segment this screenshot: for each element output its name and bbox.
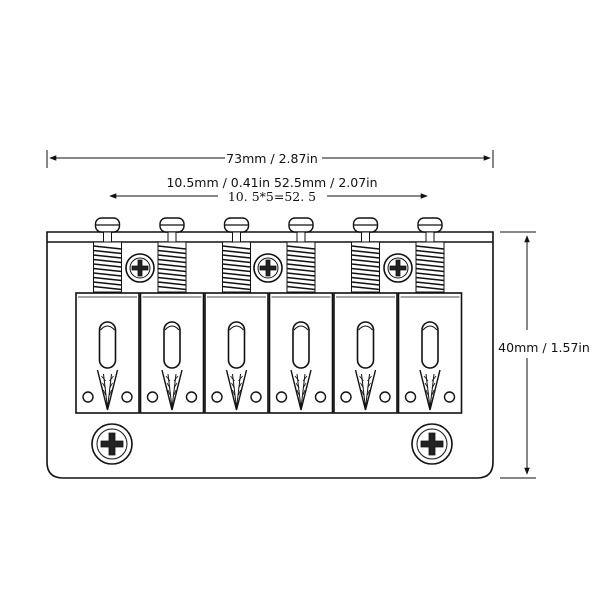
saddle — [204, 292, 269, 414]
spacing-label: 10.5mm / 0.41in 52.5mm / 2.07in — [166, 175, 377, 190]
intonation-screw — [94, 217, 121, 243]
springs — [93, 241, 445, 293]
intonation-screw — [417, 217, 443, 243]
width-dimension: 73mm / 2.87in — [46, 150, 494, 168]
spring — [351, 241, 380, 293]
intonation-screw — [352, 217, 379, 243]
spring — [286, 241, 316, 293]
front-screw — [125, 253, 155, 283]
spring — [222, 241, 251, 293]
mounting-screw — [411, 423, 453, 465]
front-plate-screws — [125, 253, 413, 283]
front-screw — [253, 253, 283, 283]
spring — [157, 241, 187, 293]
height-label: 40mm / 1.57in — [498, 340, 590, 355]
saddles — [75, 292, 463, 414]
overall-width-label: 73mm / 2.87in — [226, 151, 318, 166]
spacing-formula-label: 10. 5*5=52. 5 — [228, 189, 316, 204]
mounting-screws — [91, 423, 453, 465]
front-screw — [383, 253, 413, 283]
intonation-screw — [223, 217, 250, 243]
saddle — [139, 292, 205, 414]
saddle — [75, 292, 140, 414]
saddle — [333, 292, 398, 414]
intonation-screw — [159, 217, 185, 243]
spring — [93, 241, 122, 293]
spacing-dimension: 10.5mm / 0.41in 52.5mm / 2.07in 10. 5*5=… — [109, 175, 428, 204]
saddle — [268, 292, 334, 414]
spring — [415, 241, 445, 293]
intonation-screw — [288, 217, 314, 243]
height-dimension: 40mm / 1.57in — [498, 231, 590, 479]
intonation-screws — [94, 217, 443, 243]
saddle — [397, 292, 463, 414]
mounting-screw — [91, 423, 133, 465]
